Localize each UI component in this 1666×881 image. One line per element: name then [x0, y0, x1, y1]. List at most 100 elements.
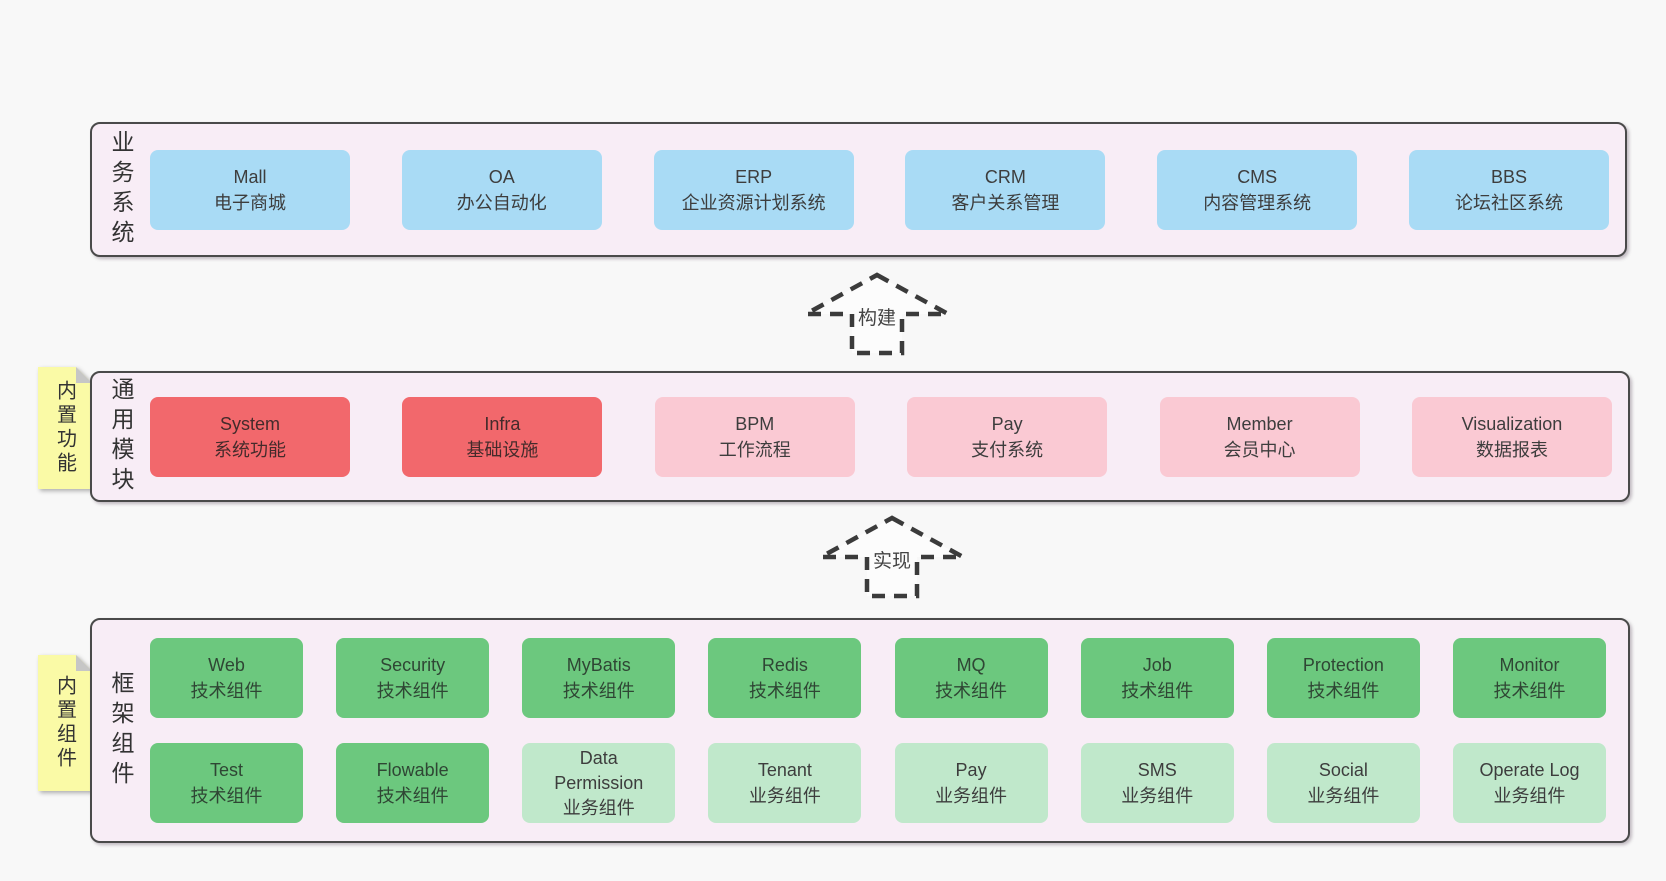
box-title-en: CRM — [984, 166, 1026, 187]
box-title-zh: 客户关系管理 — [951, 192, 1060, 213]
box-data-permission: Data Permission 业务组件 — [522, 743, 676, 823]
box-title-zh: 技术组件 — [190, 681, 263, 701]
box-sms: SMS 业务组件 — [1080, 743, 1234, 823]
box-title-en: Flowable — [376, 760, 449, 780]
sticky-note-text: 内置组件 — [53, 675, 76, 771]
box-bpm: BPM 工作流程 — [654, 396, 855, 477]
box-title-en: Pay — [991, 413, 1023, 434]
component-row-1: Web 技术组件 Security 技术组件 MyBatis 技术组件 Redi… — [150, 638, 1606, 718]
box-bbs: BBS 论坛社区系统 — [1408, 149, 1609, 230]
box-title-zh: 技术组件 — [1493, 681, 1566, 701]
band-common-modules: 通用模块 System 系统功能 Infra 基础设施 BPM 工作流程 Pay… — [90, 371, 1630, 502]
box-title-en: Member — [1226, 413, 1293, 434]
band-label-column: 通用模块 — [92, 373, 150, 500]
box-title-zh: 会员中心 — [1223, 439, 1296, 460]
implement-arrow: 实现 — [819, 515, 965, 599]
box-test: Test 技术组件 — [150, 743, 303, 823]
box-title-zh: 业务组件 — [1307, 786, 1380, 806]
box-title-zh: 系统功能 — [214, 439, 286, 460]
box-title-en: ERP — [735, 166, 773, 187]
arrow-label: 构建 — [854, 303, 900, 330]
box-title-zh: 技术组件 — [376, 786, 449, 806]
box-title-en: BBS — [1490, 166, 1527, 187]
box-title-zh: 内容管理系统 — [1203, 192, 1312, 213]
band-framework-components: 框架组件 Web 技术组件 Security 技术组件 MyBatis 技术组件… — [90, 618, 1630, 843]
box-title-zh: 技术组件 — [562, 681, 635, 701]
box-visualization: Visualization 数据报表 — [1411, 396, 1612, 477]
sticky-note-paper: 内置功能 — [38, 367, 92, 489]
box-title-en: BPM — [735, 413, 775, 434]
component-row-2: Test 技术组件 Flowable 技术组件 Data Permission … — [150, 743, 1606, 823]
box-operate-log: Operate Log 业务组件 — [1452, 743, 1606, 823]
box-title-en: MQ — [956, 655, 986, 675]
box-title-zh: 业务组件 — [1121, 786, 1194, 806]
box-title-zh: 业务组件 — [748, 786, 821, 806]
sticky-note-text: 内置功能 — [53, 380, 76, 476]
box-title-en: OA — [488, 166, 515, 187]
box-title-en: SMS — [1137, 760, 1177, 780]
box-mq: MQ 技术组件 — [894, 638, 1048, 718]
box-title-zh: 论坛社区系统 — [1454, 192, 1563, 213]
box-title-zh: 技术组件 — [190, 786, 263, 806]
sticky-note-builtin-components: 内置组件 — [38, 655, 92, 791]
box-title-zh: 技术组件 — [935, 681, 1008, 701]
band-boxes: Web 技术组件 Security 技术组件 MyBatis 技术组件 Redi… — [150, 620, 1628, 841]
box-title-en: System — [219, 413, 280, 434]
box-title-en: Monitor — [1499, 655, 1560, 675]
band-boxes: System 系统功能 Infra 基础设施 BPM 工作流程 Pay 支付系统… — [150, 373, 1628, 500]
box-title-en: Test — [209, 760, 243, 780]
box-system: System 系统功能 — [150, 396, 350, 477]
box-tenant: Tenant 业务组件 — [708, 743, 862, 823]
box-job: Job 技术组件 — [1080, 638, 1234, 718]
box-social: Social 业务组件 — [1266, 743, 1420, 823]
box-title-en: Web — [208, 655, 245, 675]
box-title-zh: 基础设施 — [466, 439, 539, 460]
box-title-zh: 办公自动化 — [456, 192, 547, 213]
box-title-en: CMS — [1237, 166, 1278, 187]
box-web: Web 技术组件 — [150, 638, 303, 718]
box-pay-component: Pay 业务组件 — [894, 743, 1048, 823]
box-title-en: Mall — [233, 166, 267, 187]
box-member: Member 会员中心 — [1159, 396, 1360, 477]
band-label-column: 业务系统 — [92, 124, 150, 255]
box-title-zh: 业务组件 — [935, 786, 1008, 806]
box-erp: ERP 企业资源计划系统 — [653, 149, 854, 230]
box-title-en: Pay — [955, 760, 987, 780]
box-title-zh: 支付系统 — [971, 439, 1044, 460]
sticky-note-paper: 内置组件 — [38, 655, 92, 791]
box-pay-system: Pay 支付系统 — [907, 396, 1108, 477]
box-protection: Protection 技术组件 — [1266, 638, 1420, 718]
box-title-zh: 数据报表 — [1475, 439, 1548, 460]
sticky-note-builtin-features: 内置功能 — [38, 367, 92, 489]
box-security: Security 技术组件 — [336, 638, 490, 718]
box-title-zh: 业务组件 — [1493, 786, 1566, 806]
box-oa: OA 办公自动化 — [401, 149, 602, 230]
box-cms: CMS 内容管理系统 — [1157, 149, 1358, 230]
box-title-zh: 业务组件 — [562, 797, 635, 818]
box-monitor: Monitor 技术组件 — [1452, 638, 1606, 718]
box-title-en: Security — [380, 655, 446, 675]
box-title-en: Job — [1142, 655, 1172, 675]
box-title-en: Operate Log — [1479, 760, 1580, 780]
box-title-zh: 工作流程 — [718, 439, 791, 460]
band-label: 框架组件 — [108, 670, 134, 791]
band-business-systems: 业务系统 Mall 电子商城 OA 办公自动化 ERP 企业资源计划系统 CRM… — [90, 122, 1627, 257]
box-title-zh: 技术组件 — [376, 681, 449, 701]
band-label: 业务系统 — [108, 129, 134, 250]
box-crm: CRM 客户关系管理 — [905, 149, 1106, 230]
box-mybatis: MyBatis 技术组件 — [522, 638, 676, 718]
box-mall: Mall 电子商城 — [150, 149, 350, 230]
box-title-en: Tenant — [757, 760, 812, 780]
box-title-en: Protection — [1302, 655, 1384, 675]
box-title-zh: 电子商城 — [214, 192, 286, 213]
box-title-en: Data Permission — [554, 747, 644, 793]
build-arrow: 构建 — [804, 272, 950, 356]
arrow-label: 实现 — [869, 546, 915, 573]
box-title-zh: 企业资源计划系统 — [681, 192, 826, 213]
box-infra: Infra 基础设施 — [402, 396, 603, 477]
box-title-en: Visualization — [1461, 413, 1563, 434]
box-title-en: MyBatis — [566, 655, 631, 675]
box-title-en: Social — [1318, 760, 1368, 780]
box-title-zh: 技术组件 — [1121, 681, 1194, 701]
